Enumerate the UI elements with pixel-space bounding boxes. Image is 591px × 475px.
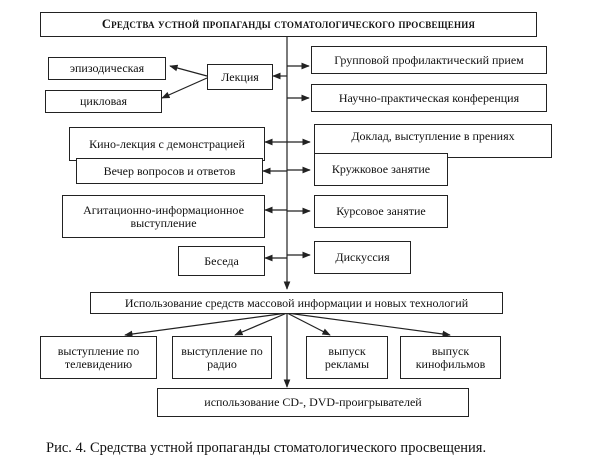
arrow-ads: [286, 312, 331, 336]
node-agitation: Агитационно-информационное выступление: [62, 195, 265, 238]
node-conference: Научно-практическая конференция: [311, 84, 547, 112]
arrow-radio: [234, 312, 288, 336]
node-lecture: Лекция: [207, 64, 273, 90]
node-media-header: Использование средств массовой информаци…: [90, 292, 503, 314]
node-radio: выступление по радио: [172, 336, 272, 379]
node-qa-evening: Вечер вопросов и ответов: [76, 158, 263, 184]
node-cd-dvd: использование CD-, DVD-проигрывателей: [157, 388, 469, 417]
node-group-reception: Групповой профилактический прием: [311, 46, 547, 74]
figure-caption: Рис. 4. Средства устной пропаганды стома…: [46, 440, 487, 456]
node-ads: выпуск рекламы: [306, 336, 388, 379]
node-cyclic: цикловая: [45, 90, 162, 113]
node-tv: выступление по телевидению: [40, 336, 157, 379]
node-club: Кружковое занятие: [314, 153, 448, 186]
node-films: выпуск кинофильмов: [400, 336, 501, 379]
node-episodic: эпизодическая: [48, 57, 166, 80]
diagram-title: Средства устной пропаганды стоматологиче…: [40, 12, 537, 37]
arrow-cyclic: [161, 77, 208, 99]
arrow-episodic: [169, 64, 208, 77]
arrow-tv: [124, 312, 288, 338]
node-film-lecture: Кино-лекция с демонстрацией: [69, 127, 265, 161]
arrow-films: [286, 312, 451, 338]
node-course: Курсовое занятие: [314, 195, 448, 228]
node-conversation: Беседа: [178, 246, 265, 276]
node-discussion: Дискуссия: [314, 241, 411, 274]
